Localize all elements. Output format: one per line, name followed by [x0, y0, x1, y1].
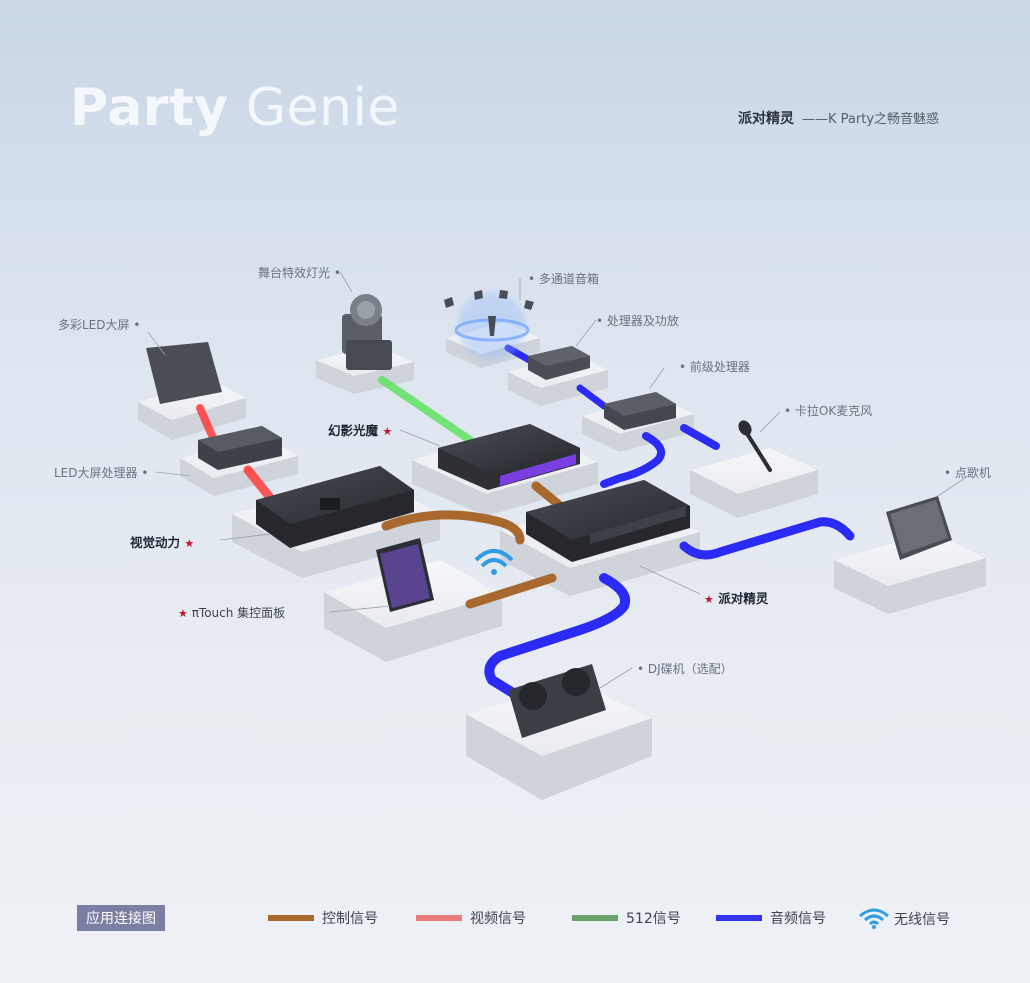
dj-player-icon — [508, 664, 606, 738]
brand-title: Party Genie — [70, 82, 400, 134]
platform-mic — [690, 448, 818, 518]
cable-control-2 — [531, 481, 563, 509]
legend-control: 控制信号 — [268, 908, 378, 928]
party-icon — [526, 480, 690, 562]
phantom-icon — [438, 424, 580, 490]
label-visual: 视觉动力 ★ — [130, 535, 195, 550]
platform-jukebox — [834, 532, 986, 614]
cable-audio-preamp — [600, 432, 665, 488]
jukebox-icon — [886, 496, 952, 560]
led-screen-icon — [146, 342, 222, 404]
tagline-product: 派对精灵 — [738, 111, 794, 127]
legend-wireless: 无线信号 — [858, 908, 950, 930]
cable-audio-dj — [484, 573, 630, 701]
legend-dmx-swatch — [572, 915, 618, 921]
tagline: 派对精灵 ——K Party之畅音魅惑 — [738, 108, 939, 128]
legend-audio: 音频信号 — [716, 908, 826, 928]
mic-icon — [738, 420, 772, 472]
legend-title: 应用连接图 — [77, 905, 165, 931]
cable-control-3 — [465, 573, 557, 609]
cable-audio-jukebox — [679, 517, 855, 560]
label-phantom: 幻影光魔 ★ — [328, 423, 393, 438]
cable-control-1 — [381, 510, 525, 545]
legend: 应用连接图 控制信号 视频信号 512信号 音频信号 无线信号 — [0, 905, 1030, 931]
legend-video: 视频信号 — [416, 908, 526, 928]
stage-light-icon — [342, 294, 392, 370]
devices — [146, 290, 952, 738]
led-proc-icon — [198, 426, 282, 470]
cable-video-1 — [196, 404, 218, 444]
cable-video-2 — [243, 465, 277, 505]
wifi-icon — [859, 908, 889, 929]
label-amp: • 处理器及功放 — [596, 314, 679, 328]
touch-panel-icon — [376, 538, 434, 612]
tagline-slogan: ——K Party之畅音魅惑 — [802, 112, 940, 127]
platforms — [138, 322, 986, 800]
preamp-icon — [604, 392, 676, 430]
label-speakers: • 多通道音箱 — [528, 272, 599, 286]
cable-dmx — [378, 376, 474, 444]
visual-icon — [256, 466, 414, 548]
label-preamp: • 前级处理器 — [679, 360, 750, 374]
amp-icon — [528, 346, 590, 380]
legend-video-swatch — [416, 915, 462, 921]
label-jukebox: • 点歌机 — [944, 466, 991, 480]
wireless-icon — [474, 549, 514, 575]
label-mic: • 卡拉OK麦克风 — [784, 404, 873, 418]
legend-dmx: 512信号 — [572, 908, 681, 928]
cable-audio-mic — [680, 424, 720, 450]
cables — [196, 344, 855, 701]
label-led-proc: LED大屏处理器 • — [54, 466, 149, 480]
leader-lines — [147, 271, 969, 689]
label-dj: • DJ碟机（选配） — [637, 662, 733, 676]
label-led-screen: 多彩LED大屏 • — [58, 318, 141, 332]
brand-title-bold: Party — [70, 78, 229, 138]
cable-audio-amp — [576, 384, 608, 410]
label-stage-light: 舞台特效灯光 • — [258, 266, 341, 280]
speakers-icon — [444, 290, 534, 360]
legend-control-swatch — [268, 915, 314, 921]
brand-title-light: Genie — [245, 78, 400, 138]
label-party: ★ 派对精灵 — [704, 591, 769, 606]
label-touch: ★ πTouch 集控面板 — [178, 606, 286, 620]
legend-audio-swatch — [716, 915, 762, 921]
